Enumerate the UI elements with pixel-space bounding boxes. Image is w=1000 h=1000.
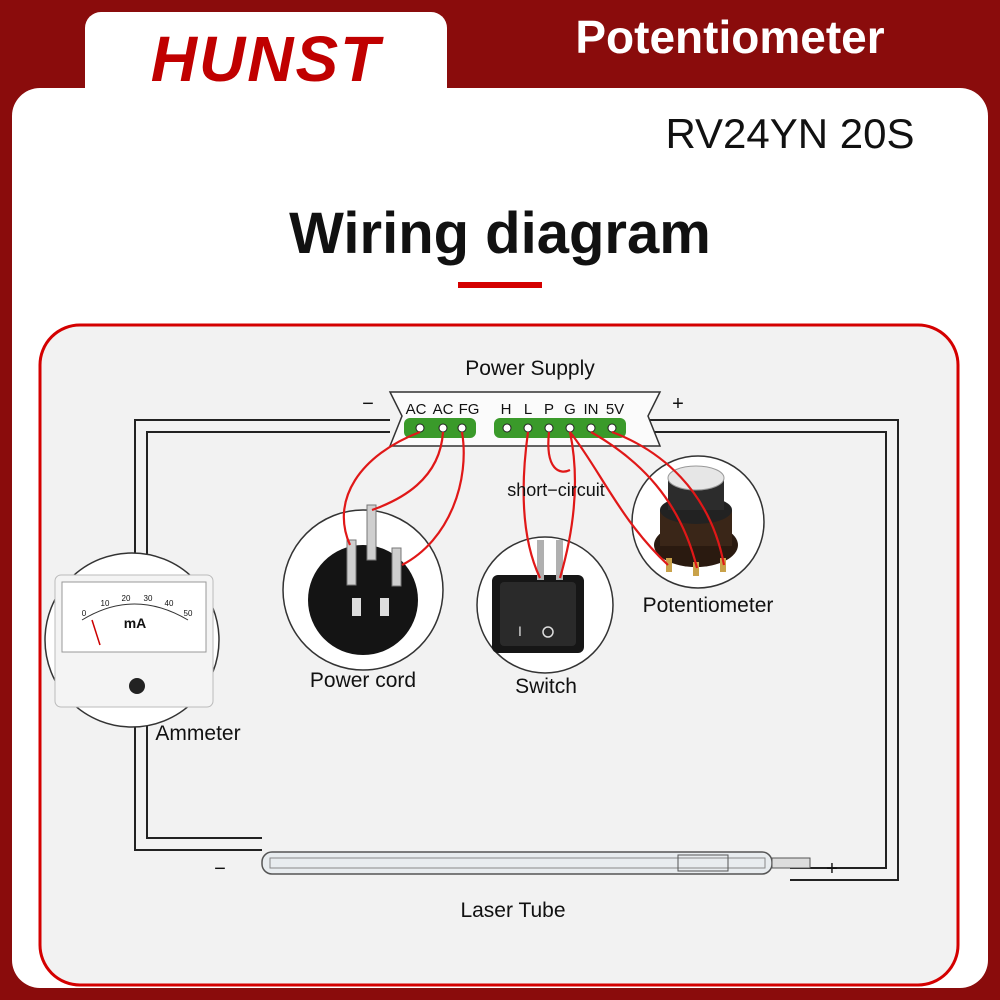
ammeter-tick-30: 30: [144, 594, 153, 603]
power-cord-label: Power cord: [310, 669, 416, 692]
terminal-label-ac2: AC: [433, 401, 454, 418]
ammeter-label: Ammeter: [155, 722, 240, 745]
terminal-label-l: L: [524, 401, 532, 418]
terminal-label-g: G: [564, 401, 576, 418]
laser-plus-label: +: [826, 858, 838, 880]
potentiometer-label: Potentiometer: [643, 594, 774, 617]
product-title: Potentiometer: [575, 11, 885, 63]
rocker-switch-icon: I: [492, 540, 584, 653]
signal-terminal-strip: [494, 418, 626, 438]
ammeter-tick-40: 40: [165, 599, 174, 608]
terminal-label-in: IN: [584, 401, 599, 418]
laser-tube-label: Laser Tube: [460, 899, 565, 922]
heading-underline: [458, 282, 542, 288]
ammeter-gauge-icon: [54, 574, 214, 708]
terminal-label-p: P: [544, 401, 554, 418]
brand-logo: HUNST: [150, 23, 382, 95]
ps-plus-label: +: [672, 393, 684, 415]
signal-wires: [342, 430, 726, 579]
power-supply-label: Power Supply: [465, 357, 595, 380]
laser-tube-icon: [261, 851, 811, 875]
model-number: RV24YN 20S: [665, 110, 915, 157]
ammeter-unit: mA: [124, 615, 147, 631]
terminal-label-5v: 5V: [606, 401, 624, 418]
ammeter-tick-0: 0: [82, 609, 87, 618]
ammeter-tick-20: 20: [122, 594, 131, 603]
terminal-label-ac1: AC: [406, 401, 427, 418]
terminal-label-h: H: [501, 401, 512, 418]
ammeter-tick-50: 50: [184, 609, 193, 618]
terminal-label-fg: FG: [459, 401, 480, 418]
diagram-heading: Wiring diagram: [289, 201, 711, 266]
power-plug-icon: [308, 504, 418, 655]
ammeter-tick-10: 10: [101, 599, 110, 608]
ps-minus-label: −: [362, 393, 374, 415]
short-circuit-note: short−circuit: [507, 480, 605, 500]
laser-minus-label: −: [214, 858, 226, 880]
switch-label: Switch: [515, 675, 577, 698]
svg-text:I: I: [518, 623, 522, 639]
